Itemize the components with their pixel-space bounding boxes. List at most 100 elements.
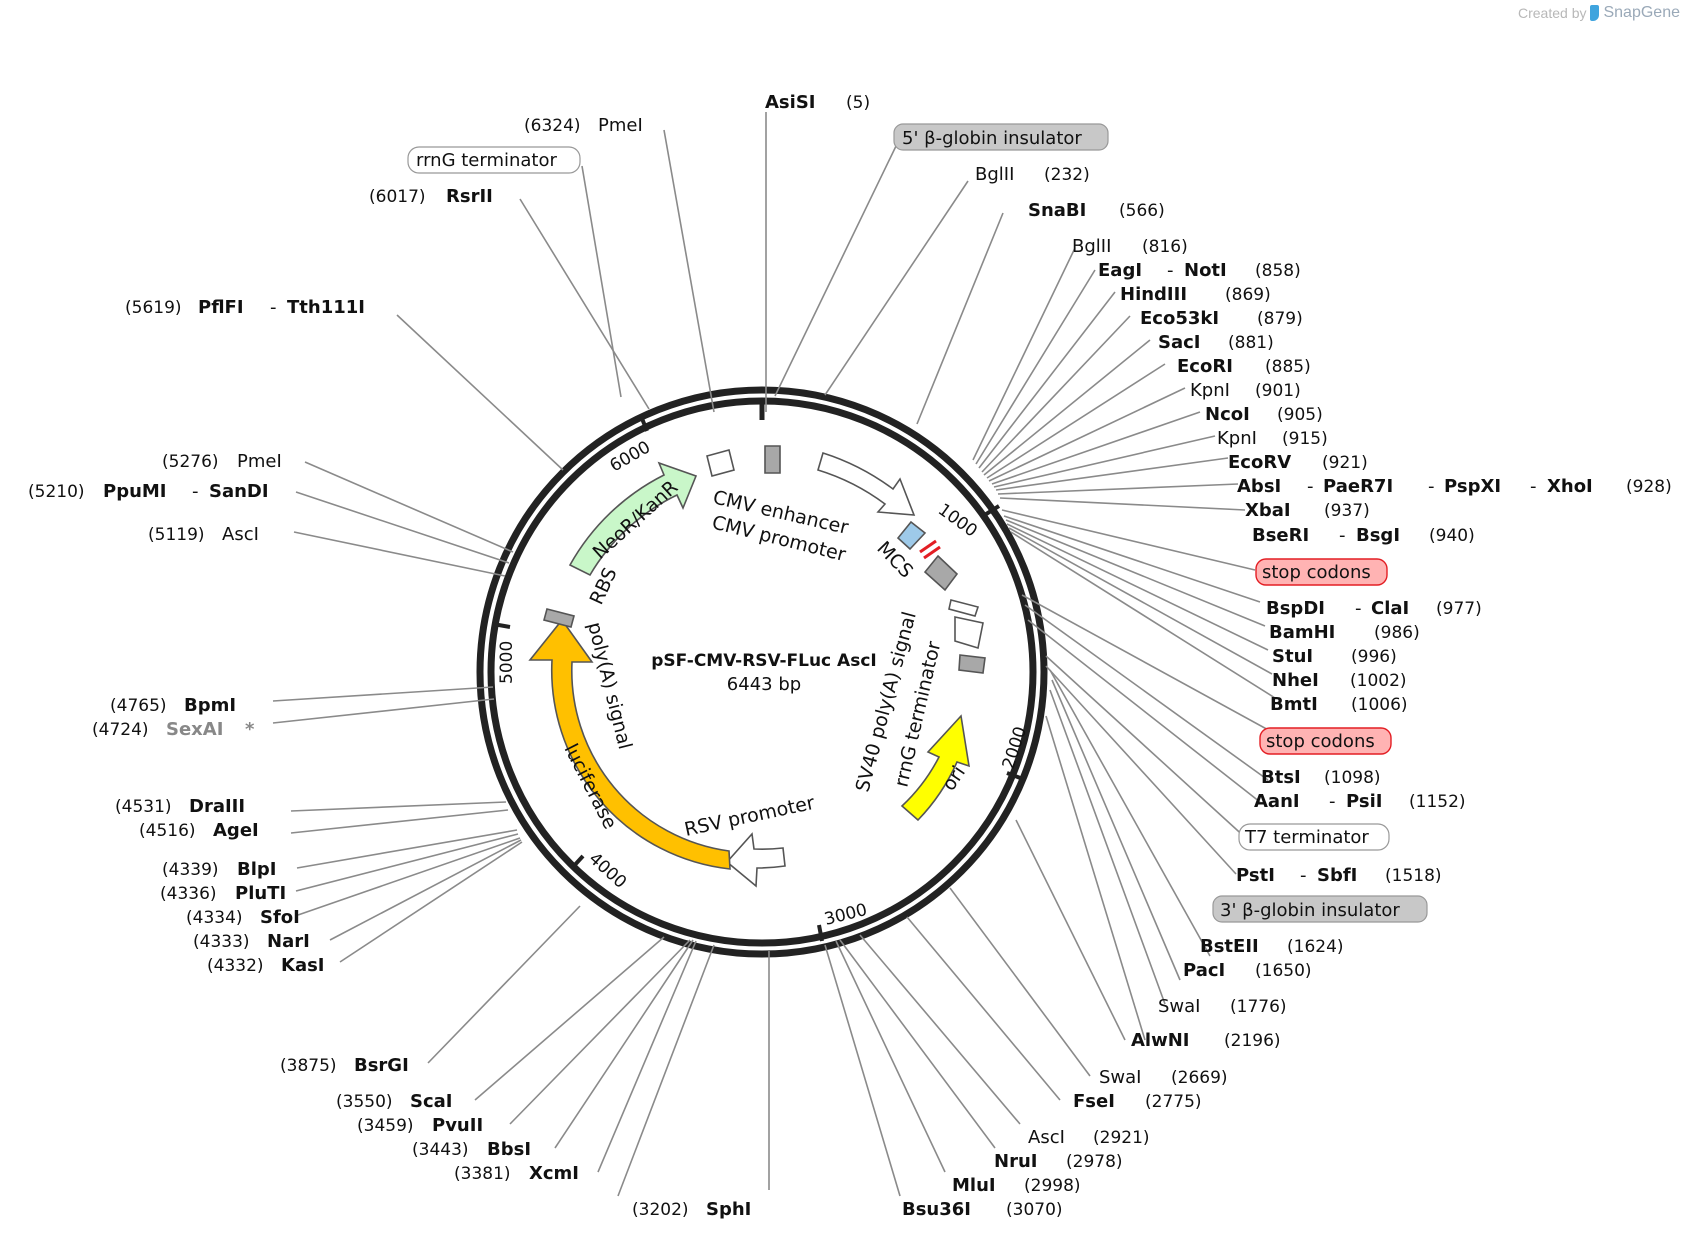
site-bamhi: BamHI (986) — [1269, 622, 1420, 643]
label-rsv-promoter: RSV promoter — [682, 792, 816, 841]
site-hindiii: HindIII (869) — [1120, 284, 1271, 305]
site-name: KpnI — [1190, 380, 1230, 401]
site-pvuii: (3459) PvuII — [357, 1115, 483, 1136]
site-eagi-noti: EagI - NotI (858) — [1098, 260, 1301, 281]
feature-stop-codons-1 — [919, 539, 937, 554]
site-position: (4531) — [115, 797, 172, 817]
site-position: (3875) — [280, 1056, 337, 1076]
site-name: AlwNI — [1131, 1030, 1190, 1051]
site-name: HindIII — [1120, 284, 1187, 305]
feature-label: 3' β-globin insulator — [1220, 900, 1400, 921]
site-ecori: EcoRI (885) — [1177, 356, 1311, 377]
site-name: BamHI — [1269, 622, 1335, 643]
site-name: BglII — [975, 164, 1014, 185]
site-name: NruI — [994, 1151, 1037, 1172]
site-position: (937) — [1324, 501, 1370, 521]
tick-label-5000: 5000 — [497, 641, 517, 684]
site-position: (4724) — [92, 720, 149, 740]
site-name-2: SanDI — [209, 481, 269, 502]
site-position: (1624) — [1287, 937, 1344, 957]
site-name: KasI — [281, 955, 325, 976]
feature-box-top-gray — [764, 445, 781, 474]
feature-mcs — [896, 520, 927, 551]
site-position: (879) — [1257, 309, 1303, 329]
site-position: (1518) — [1385, 866, 1442, 886]
site-pmei-6324: (6324) PmeI — [524, 115, 643, 136]
site-pmei-5276: (5276) PmeI — [162, 451, 282, 472]
feature-5-beta-globin-insulator: 5' β-globin insulator — [893, 123, 1109, 151]
site-scai: (3550) ScaI — [336, 1091, 452, 1112]
label-polya-signal: poly(A) signal — [583, 620, 636, 752]
site-sep: - — [1339, 525, 1346, 546]
site-position: (869) — [1225, 285, 1271, 305]
site-position: (940) — [1429, 526, 1475, 546]
site-asisi: AsiSI (5) — [765, 92, 870, 113]
site-ppumi-sandi: (5210) PpuMI - SanDI — [28, 481, 269, 502]
site-bsteii: BstEII (1624) — [1200, 936, 1344, 957]
site-name-4: XhoI — [1547, 476, 1593, 497]
site-sep: - — [1428, 476, 1435, 497]
site-position: (885) — [1265, 357, 1311, 377]
site-position: (881) — [1228, 333, 1274, 353]
site-name: NarI — [267, 931, 310, 952]
site-position: (4334) — [186, 908, 243, 928]
site-name-2: NotI — [1184, 260, 1227, 281]
site-kasi: (4332) KasI — [207, 955, 325, 976]
feature-cmv-arrow — [817, 451, 916, 516]
site-position: (5276) — [162, 452, 219, 472]
site-position: (4333) — [193, 932, 250, 952]
site-position: (1650) — [1255, 961, 1312, 981]
site-position: (901) — [1255, 381, 1301, 401]
site-position: (2978) — [1066, 1152, 1123, 1172]
site-pflfi-tth111i: (5619) PflFI - Tth111I — [125, 297, 365, 318]
site-rsrii: (6017) RsrII — [369, 186, 493, 207]
site-position: (996) — [1351, 647, 1397, 667]
site-swai-2669: SwaI (2669) — [1099, 1067, 1228, 1088]
site-position: (905) — [1277, 405, 1323, 425]
site-psti-sbfi: PstI - SbfI (1518) — [1236, 865, 1442, 886]
site-sphi: (3202) SphI — [632, 1199, 751, 1220]
site-sep: - — [270, 297, 277, 318]
feature-label: 5' β-globin insulator — [902, 128, 1082, 149]
feature-stop-codons-2 — [923, 545, 941, 560]
site-bseri-bsgi: BseRI - BsgI (940) — [1252, 525, 1475, 546]
site-xbai: XbaI (937) — [1245, 500, 1370, 521]
tick-3000 — [817, 924, 824, 942]
site-bmti: BmtI (1006) — [1270, 694, 1408, 715]
site-name: PluTI — [235, 883, 286, 904]
site-sep: - — [192, 481, 199, 502]
site-bglii-232: BglII (232) — [975, 164, 1090, 185]
site-position: (921) — [1322, 453, 1368, 473]
site-swai-1776: SwaI (1776) — [1158, 996, 1287, 1017]
site-position: (4339) — [162, 860, 219, 880]
site-name: AsiSI — [765, 92, 815, 113]
site-position: (4516) — [139, 821, 196, 841]
feature-rsv-arrow — [725, 832, 786, 888]
site-sep: - — [1355, 598, 1362, 619]
site-name-2: ClaI — [1371, 598, 1409, 619]
site-name: XbaI — [1245, 500, 1291, 521]
site-position: (1152) — [1409, 792, 1466, 812]
feature-label: stop codons — [1266, 731, 1375, 752]
site-name: BmtI — [1270, 694, 1318, 715]
site-name: BpmI — [184, 695, 236, 716]
site-eco53ki: Eco53kI (879) — [1140, 308, 1303, 329]
site-position: (2196) — [1224, 1031, 1281, 1051]
site-sep: - — [1167, 260, 1174, 281]
site-name: SphI — [706, 1199, 751, 1220]
site-name: DraIII — [189, 796, 245, 817]
site-name-2: BsgI — [1356, 525, 1400, 546]
site-name: AscI — [222, 524, 259, 545]
site-name-2: PaeR7I — [1323, 476, 1393, 497]
site-draiii: (4531) DraIII — [115, 796, 245, 817]
site-position: (3381) — [454, 1164, 511, 1184]
credit-prefix: Created by — [1518, 5, 1587, 21]
site-name: SfoI — [260, 907, 300, 928]
site-name: Bsu36I — [902, 1199, 971, 1220]
site-xcmi: (3381) XcmI — [454, 1163, 579, 1184]
site-name: FseI — [1073, 1091, 1115, 1112]
site-sep: - — [1300, 865, 1307, 886]
site-name: PflFI — [198, 297, 244, 318]
site-position: (3550) — [336, 1092, 393, 1112]
